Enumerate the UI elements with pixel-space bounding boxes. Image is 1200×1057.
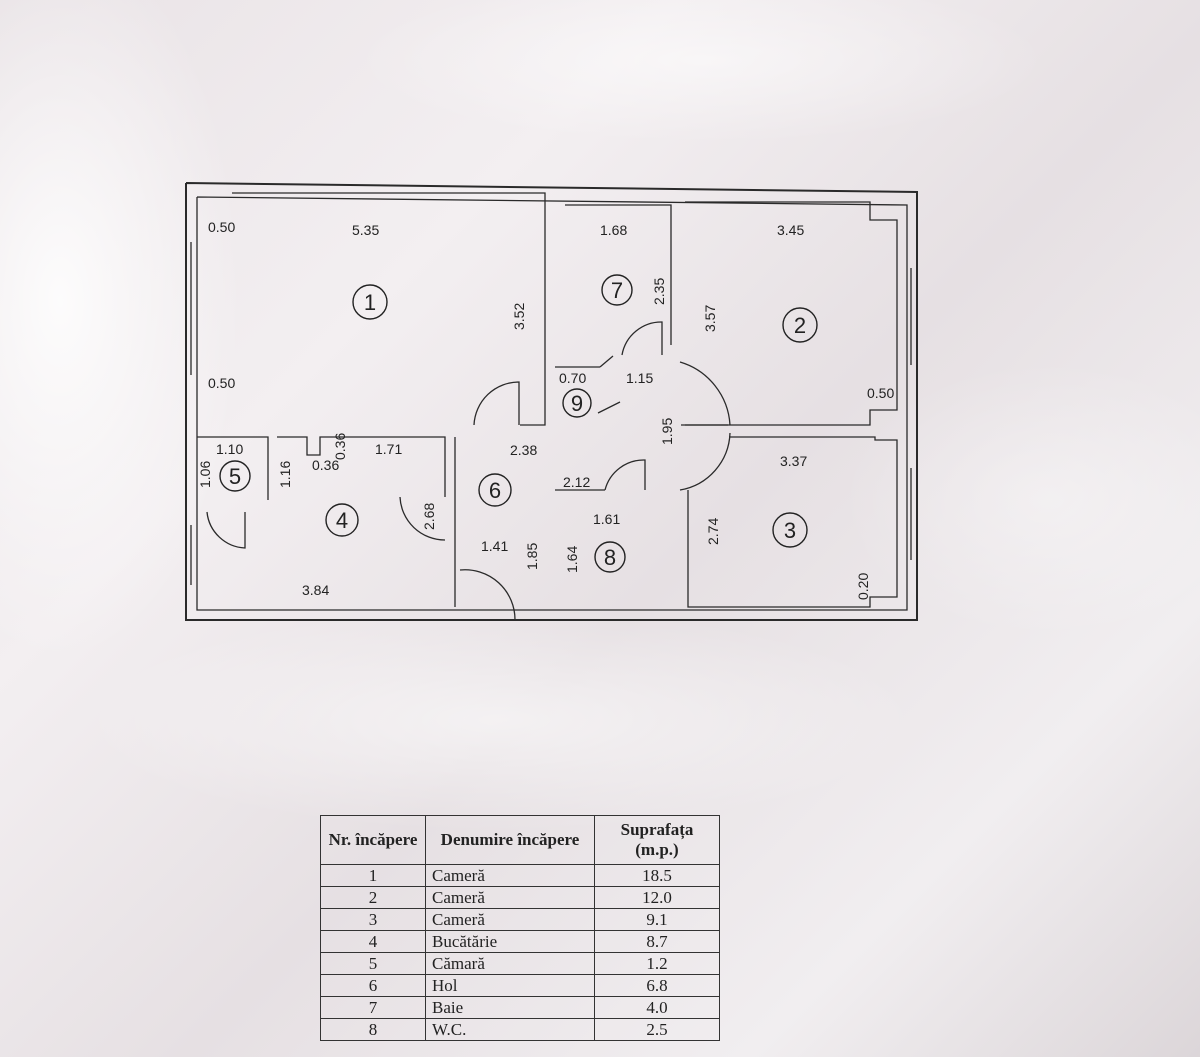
room-1-outline <box>232 192 546 426</box>
room-2-number: 2 <box>794 313 806 338</box>
dim-label: 0.50 <box>208 219 235 235</box>
room-6-marker <box>478 473 512 507</box>
cell-room-number: 7 <box>320 996 426 1019</box>
room-4-number: 4 <box>336 508 348 533</box>
header-room-number: Nr. încăpere <box>320 815 426 865</box>
dim-label: 1.85 <box>524 543 540 570</box>
room-5-outline <box>197 436 269 500</box>
dim-label: 2.68 <box>421 503 437 530</box>
dim-label: 0.20 <box>855 573 871 600</box>
room-4-outline <box>277 436 446 497</box>
cell-room-area: 8.7 <box>594 930 720 953</box>
room-9-marker <box>562 388 592 418</box>
dim-label: 1.64 <box>564 546 580 573</box>
dim-label: 2.38 <box>510 442 537 458</box>
dim-label: 3.37 <box>780 453 807 469</box>
room-8-number: 8 <box>604 545 616 570</box>
room-2-marker <box>782 307 818 343</box>
cell-room-area: 18.5 <box>594 864 720 887</box>
cell-room-area: 12.0 <box>594 886 720 909</box>
cell-room-area: 2.5 <box>594 1018 720 1041</box>
dim-label: 0.50 <box>867 385 894 401</box>
door-swings <box>206 321 731 621</box>
room-5-marker <box>219 460 251 492</box>
cell-room-number: 1 <box>320 864 426 887</box>
dim-label: 1.61 <box>593 511 620 527</box>
cell-room-name: Bucătărie <box>425 930 595 953</box>
dim-label: 1.68 <box>600 222 627 238</box>
room-1-number: 1 <box>364 290 376 315</box>
cell-room-number: 3 <box>320 908 426 931</box>
dim-label: 2.35 <box>651 278 667 305</box>
cell-room-name: Cameră <box>425 908 595 931</box>
dim-label: 0.36 <box>312 457 339 473</box>
dim-label: 1.10 <box>216 441 243 457</box>
dim-label: 1.06 <box>197 461 213 488</box>
dim-label: 0.50 <box>208 375 235 391</box>
room-3-marker <box>772 512 808 548</box>
header-room-area: Suprafața (m.p.) <box>594 815 720 865</box>
room-9-number: 9 <box>571 391 583 416</box>
room-7-number: 7 <box>611 278 623 303</box>
cell-room-area: 9.1 <box>594 908 720 931</box>
room-2-outline <box>685 201 898 426</box>
dim-label: 2.74 <box>705 518 721 545</box>
cell-room-name: Hol <box>425 974 595 997</box>
dim-label: 3.45 <box>777 222 804 238</box>
header-room-name: Denumire încăpere <box>425 815 595 865</box>
cell-room-area: 4.0 <box>594 996 720 1019</box>
cell-room-area: 6.8 <box>594 974 720 997</box>
outer-walls <box>185 182 918 621</box>
cell-room-name: W.C. <box>425 1018 595 1041</box>
dim-label: 1.71 <box>375 441 402 457</box>
room-3-number: 3 <box>784 518 796 543</box>
dim-label: 1.16 <box>277 461 293 488</box>
dim-label: 0.36 <box>332 433 348 460</box>
cell-room-name: Cameră <box>425 864 595 887</box>
room-6-number: 6 <box>489 478 501 503</box>
cell-room-name: Cameră <box>425 886 595 909</box>
dim-label: 1.95 <box>659 418 675 445</box>
room-area-table: Nr. încăpere Denumire încăpere Suprafața… <box>320 815 720 1041</box>
dim-label: 2.12 <box>563 474 590 490</box>
cell-room-number: 5 <box>320 952 426 975</box>
room-3-outline <box>687 436 898 608</box>
dim-label: 3.52 <box>511 303 527 330</box>
dim-label: 0.70 <box>559 370 586 386</box>
cell-room-name: Cămară <box>425 952 595 975</box>
dim-label: 1.15 <box>626 370 653 386</box>
dim-label: 3.84 <box>302 582 329 598</box>
dim-label: 3.57 <box>702 305 718 332</box>
room-7-marker <box>601 274 633 306</box>
room-5-number: 5 <box>229 464 241 489</box>
cell-room-number: 2 <box>320 886 426 909</box>
dim-label: 1.41 <box>481 538 508 554</box>
room-1-marker <box>352 284 388 320</box>
room-7-outline <box>565 204 672 345</box>
cell-room-name: Baie <box>425 996 595 1019</box>
cell-room-number: 6 <box>320 974 426 997</box>
table-header-row: Nr. încăpere Denumire încăpere Suprafața… <box>320 815 720 865</box>
cell-room-area: 1.2 <box>594 952 720 975</box>
room-4-marker <box>325 503 359 537</box>
cell-room-number: 8 <box>320 1018 426 1041</box>
cell-room-number: 4 <box>320 930 426 953</box>
room-8-marker <box>594 541 626 573</box>
dim-label: 5.35 <box>352 222 379 238</box>
